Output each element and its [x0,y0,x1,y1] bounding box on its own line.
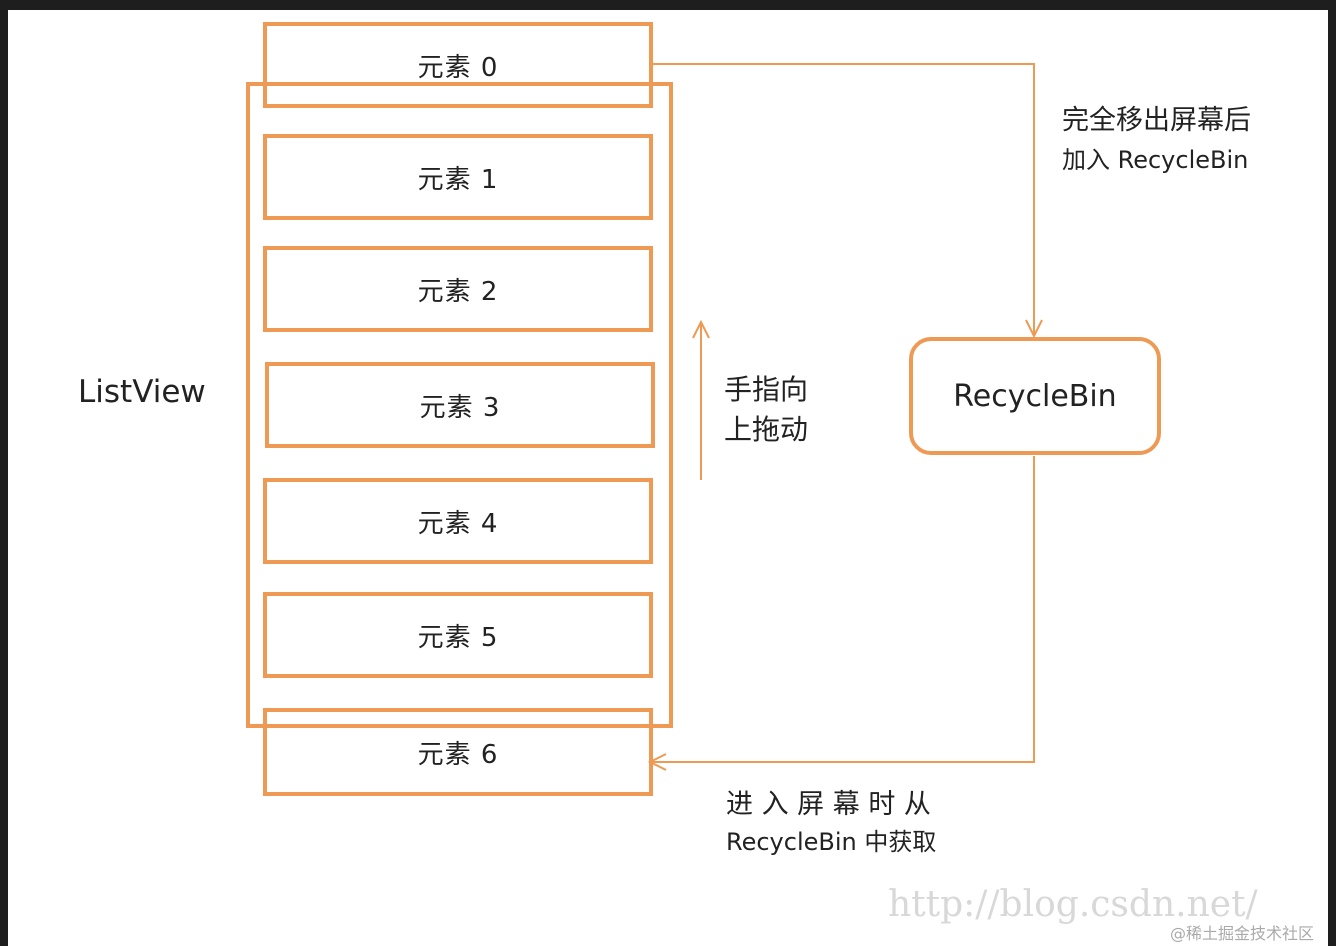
listview-label: ListView [78,374,206,410]
site-credit: @稀土掘金技术社区 [1170,924,1315,943]
exit-label-line1: 完全移出屏幕后 [1062,105,1251,136]
list-item-label: 元素 5 [417,622,499,653]
diagram-canvas: 元素 0 元素 1 元素 2 元素 3 元素 4 元素 5 元素 6 ListV… [8,10,1328,946]
enter-arrow-line [652,456,1035,763]
drag-arrow-head [692,319,710,339]
watermark-text: http://blog.csdn.net/ [888,884,1258,925]
list-item-0: 元素 0 [263,22,653,108]
list-item-5: 元素 5 [263,592,653,678]
list-item-label: 元素 4 [417,508,499,539]
recycle-bin-box: RecycleBin [909,337,1161,455]
exit-arrow-head [1025,319,1043,339]
exit-label-line2: 加入 RecycleBin [1062,146,1249,174]
recycle-bin-label: RecycleBin [953,378,1117,414]
exit-arrow-line [652,63,1035,334]
list-item-4: 元素 4 [263,478,653,564]
list-item-3: 元素 3 [265,362,655,448]
drag-label-line1: 手指向 [724,373,809,406]
list-item-label: 元素 6 [417,739,499,770]
list-item-label: 元素 1 [417,164,499,195]
connector-lines [647,63,1043,771]
list-item-2: 元素 2 [263,246,653,332]
list-item-1: 元素 1 [263,134,653,220]
list-item-label: 元素 2 [417,276,499,307]
listview-frame [246,82,673,728]
enter-label-line2: RecycleBin 中获取 [726,828,937,856]
list-item-label: 元素 3 [419,392,501,423]
list-item-6: 元素 6 [263,708,653,796]
drag-label-line2: 上拖动 [724,413,809,446]
list-item-label: 元素 0 [417,52,499,83]
enter-label-line1: 进 入 屏 幕 时 从 [726,789,931,820]
